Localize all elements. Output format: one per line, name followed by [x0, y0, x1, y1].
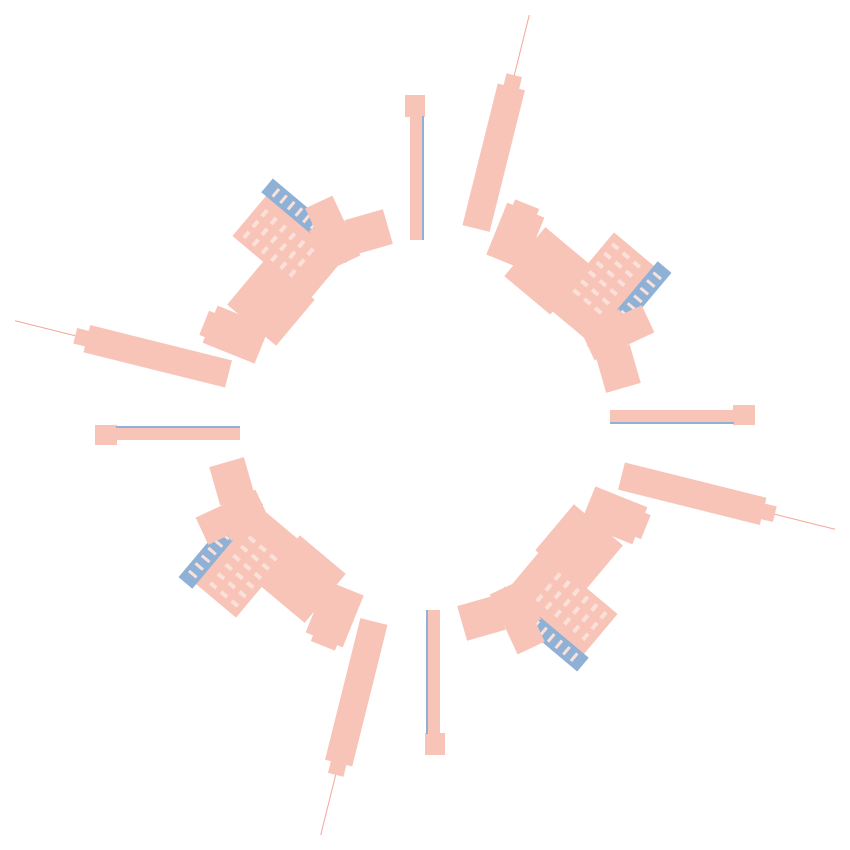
skyline-quarter-1 [405, 11, 672, 393]
skyline-quarter-4 [11, 178, 393, 445]
skyline-quarter-2 [457, 405, 839, 672]
skyline-quarter-3 [178, 457, 445, 839]
